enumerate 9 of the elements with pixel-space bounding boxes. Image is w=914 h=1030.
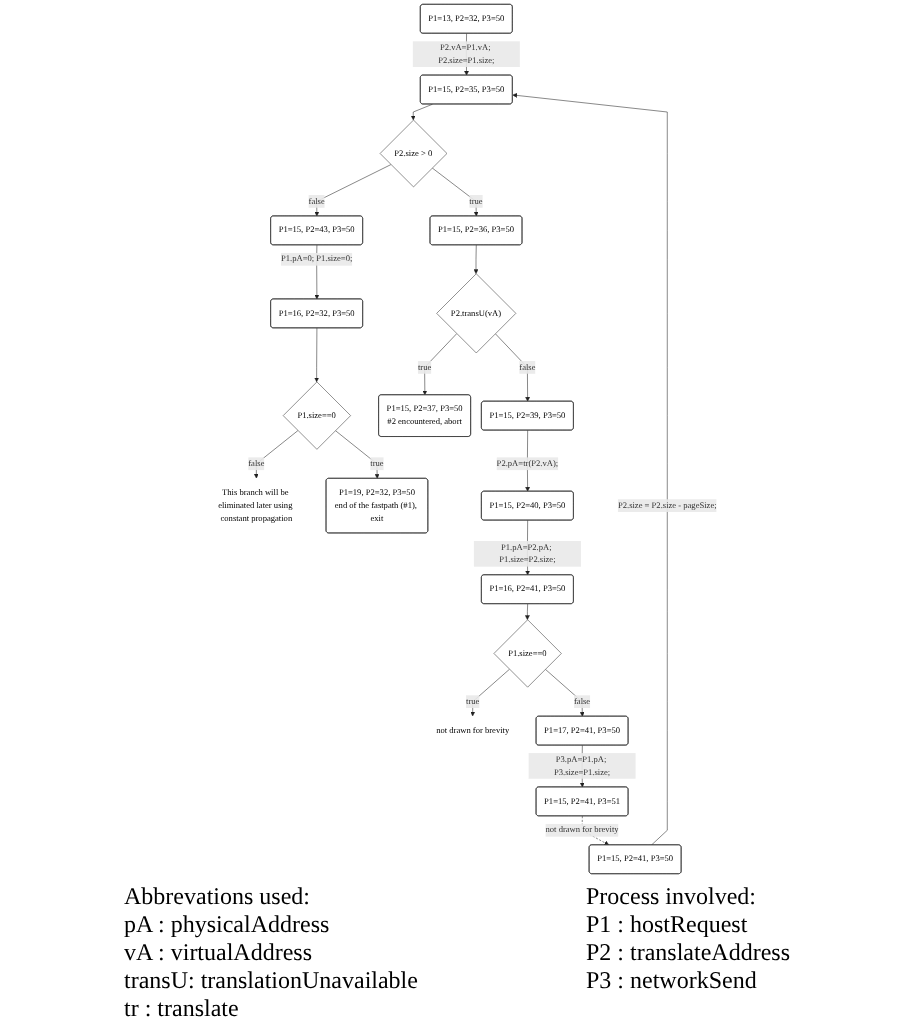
legend-heading: Process involved: xyxy=(586,882,758,910)
abbreviation-text: pA : physicalAddress xyxy=(124,910,332,938)
abbreviation-text: tr : translate xyxy=(124,994,241,1022)
abbreviation-text: vA : virtualAddress xyxy=(124,938,315,966)
legend-heading: Abbrevations used: xyxy=(124,882,312,910)
abbreviation-text: transU: translationUnavailable xyxy=(124,966,418,994)
abbreviation-text: P3 : networkSend xyxy=(586,966,759,994)
abbreviation-text: P1 : hostRequest xyxy=(586,910,750,938)
abbreviation-text: P2 : translateAddress xyxy=(586,938,790,966)
